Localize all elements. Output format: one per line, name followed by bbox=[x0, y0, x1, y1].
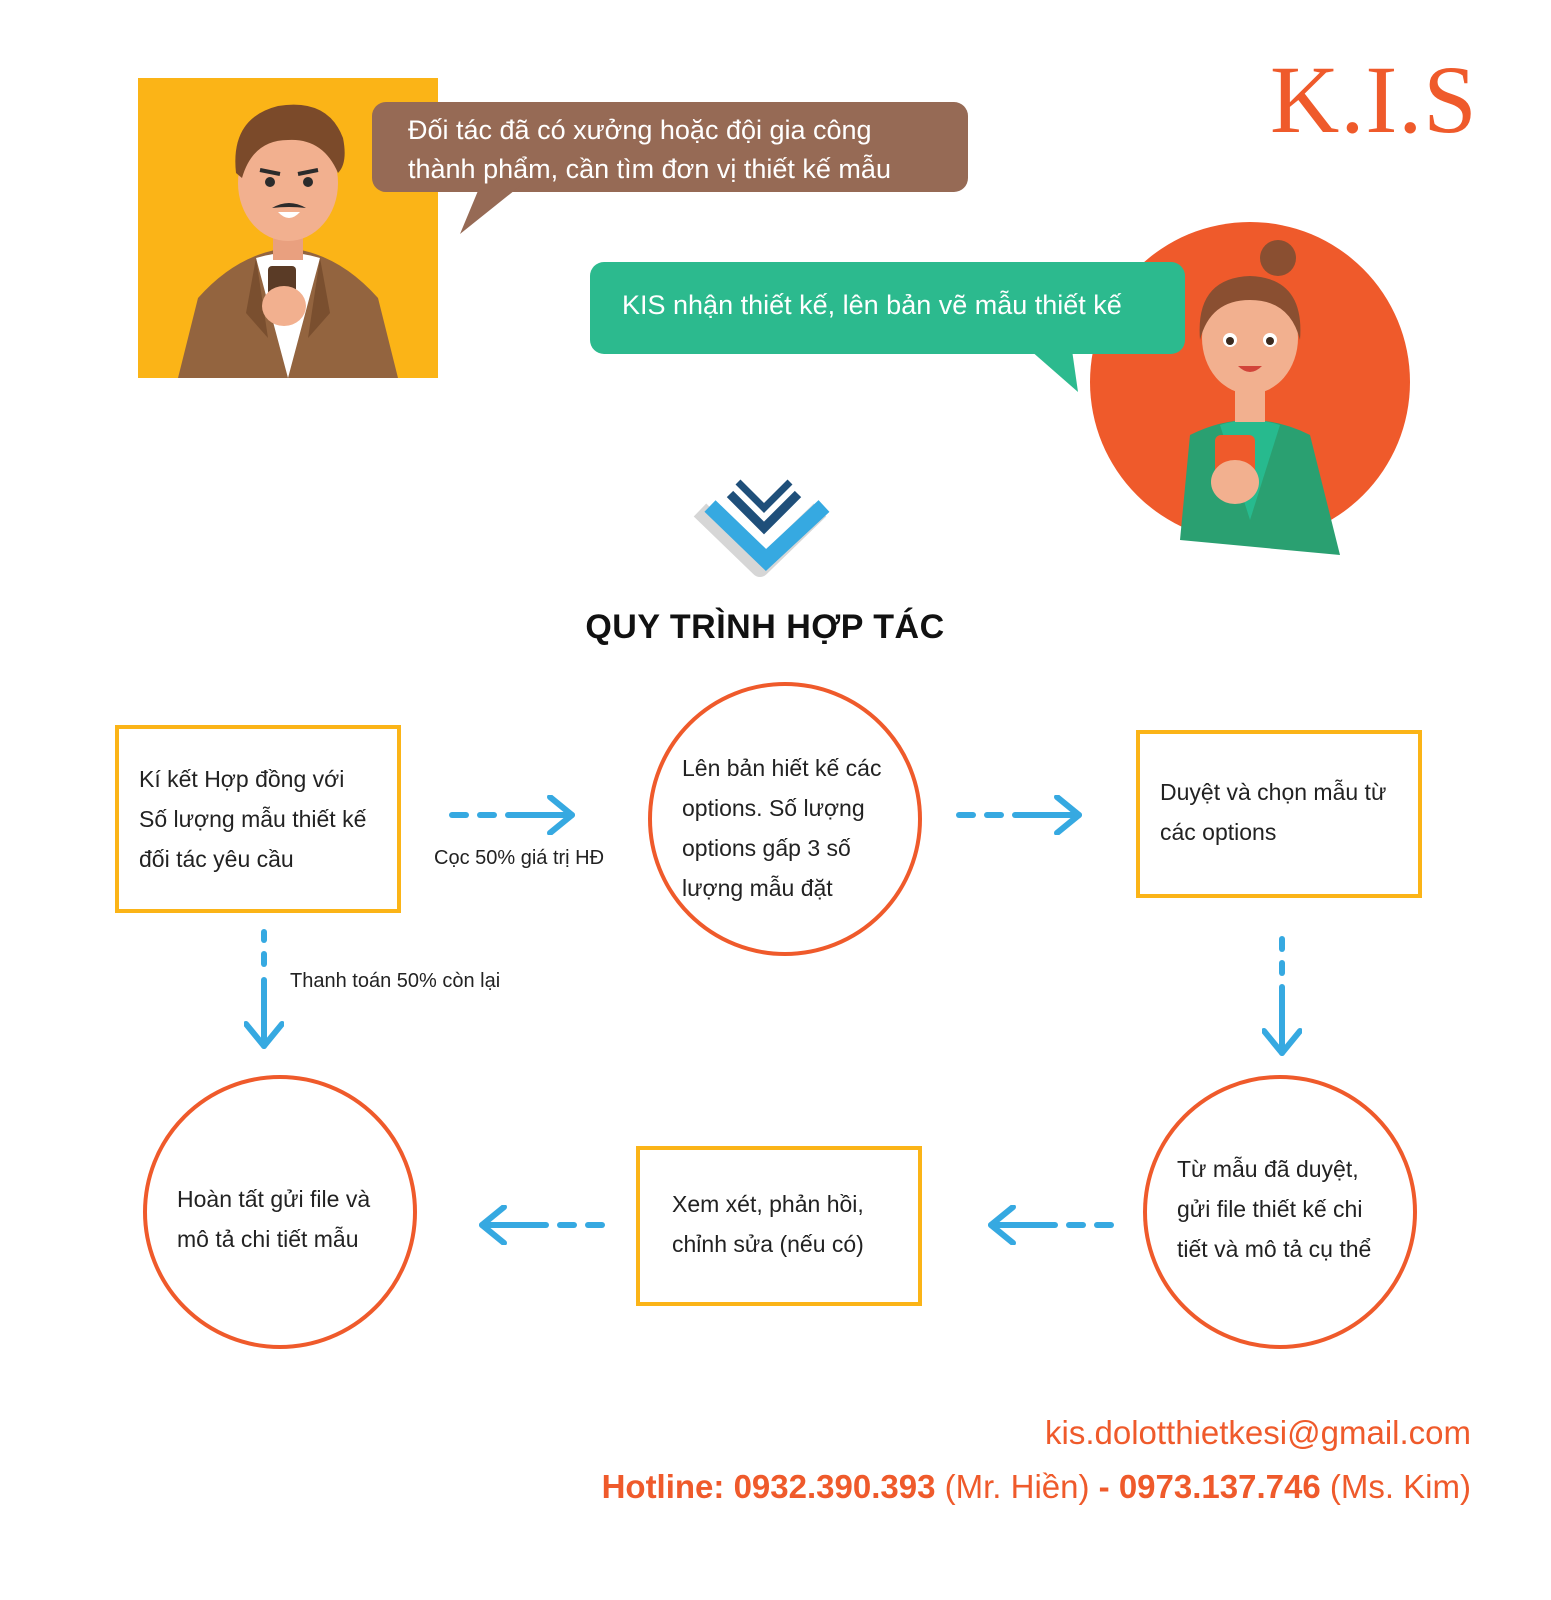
deposit-note: Cọc 50% giá trị HĐ bbox=[434, 847, 605, 869]
step1-line-1: Kí kết Hợp đồng với bbox=[139, 766, 345, 792]
step-sign-contract: Kí kết Hợp đồng với Số lượng mẫu thiết k… bbox=[115, 725, 401, 913]
kis-speech-text: KIS nhận thiết kế, lên bản vẽ mẫu thiết … bbox=[622, 290, 1122, 320]
hotline-phone-2[interactable]: 0973.137.746 bbox=[1118, 1468, 1321, 1505]
step4-line-2: gửi file thiết kế chi bbox=[1177, 1196, 1363, 1222]
step-complete-handover: Hoàn tất gửi file và mô tả chi tiết mẫu bbox=[143, 1075, 417, 1349]
arrow-right-icon bbox=[449, 795, 575, 835]
step5-line-1: Xem xét, phản hồi, bbox=[672, 1191, 864, 1217]
process-title: QUY TRÌNH HỢP TÁC bbox=[585, 608, 945, 646]
step2-line-2: options. Số lượng bbox=[682, 795, 865, 821]
hotline-name-2: (Ms. Kim) bbox=[1329, 1468, 1471, 1505]
hotline-label: Hotline: bbox=[601, 1468, 725, 1505]
contact-hotline: Hotline: 0932.390.393 (Mr. Hiền) - 0973.… bbox=[602, 1468, 1471, 1506]
step1-line-2: Số lượng mẫu thiết kế bbox=[139, 806, 367, 832]
hotline-separator: - bbox=[1098, 1468, 1110, 1505]
kis-logo: K.I.S bbox=[1270, 46, 1478, 153]
chevron-down-icon bbox=[693, 479, 830, 577]
kis-bubble-tail bbox=[1030, 350, 1078, 392]
step2-line-3: options gấp 3 số bbox=[682, 835, 851, 861]
step3-line-1: Duyệt và chọn mẫu từ bbox=[1160, 779, 1387, 805]
step2-line-4: lượng mẫu đặt bbox=[682, 875, 833, 901]
partner-speech-line-2: thành phẩm, cần tìm đơn vị thiết kế mẫu bbox=[408, 154, 891, 184]
step6-line-1: Hoàn tất gửi file và bbox=[177, 1186, 371, 1212]
hotline-name-1: (Mr. Hiền) bbox=[944, 1468, 1090, 1505]
step2-line-1: Lên bản hiết kế các bbox=[682, 755, 882, 781]
contact-email[interactable]: kis.dolotthietkesi@gmail.com bbox=[1045, 1414, 1471, 1451]
arrow-down-icon bbox=[244, 929, 284, 1049]
step1-line-3: đối tác yêu cầu bbox=[139, 846, 294, 872]
step3-line-2: các options bbox=[1160, 819, 1277, 845]
payment-note: Thanh toán 50% còn lại bbox=[290, 970, 501, 992]
step-design-options: Lên bản hiết kế các options. Số lượng op… bbox=[648, 682, 922, 956]
step-feedback-revise: Xem xét, phản hồi, chỉnh sửa (nếu có) bbox=[636, 1146, 922, 1306]
kis-speech-bubble: KIS nhận thiết kế, lên bản vẽ mẫu thiết … bbox=[590, 262, 1185, 354]
step-send-design-file: Từ mẫu đã duyệt, gửi file thiết kế chi t… bbox=[1143, 1075, 1417, 1349]
arrow-left-icon bbox=[988, 1205, 1114, 1245]
step4-line-3: tiết và mô tả cụ thể bbox=[1177, 1236, 1372, 1262]
arrow-right-icon bbox=[956, 795, 1082, 835]
arrow-down-icon bbox=[1262, 936, 1302, 1056]
step4-line-1: Từ mẫu đã duyệt, bbox=[1177, 1156, 1359, 1182]
arrow-left-icon bbox=[479, 1205, 605, 1245]
partner-speech-line-1: Đối tác đã có xưởng hoặc đội gia công bbox=[408, 115, 872, 145]
step6-line-2: mô tả chi tiết mẫu bbox=[177, 1226, 359, 1252]
hotline-phone-1[interactable]: 0932.390.393 bbox=[733, 1468, 936, 1505]
step-review-select: Duyệt và chọn mẫu từ các options bbox=[1136, 730, 1422, 898]
step5-line-2: chỉnh sửa (nếu có) bbox=[672, 1231, 864, 1257]
partner-speech-bubble: Đối tác đã có xưởng hoặc đội gia công th… bbox=[372, 102, 968, 192]
partner-bubble-tail bbox=[460, 186, 520, 234]
